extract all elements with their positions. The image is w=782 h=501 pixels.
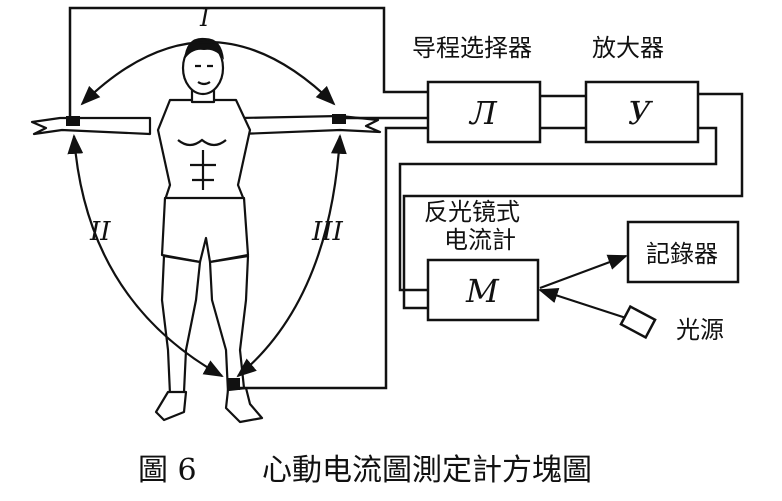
galvanometer-block: 反光镜式 电流計 M [424,198,540,322]
selector-block: 导程选择器 Л [412,34,542,144]
caption-figure-number: 圖 6 [138,453,197,488]
electrode-wires [68,6,428,390]
recorder-block: 記錄器 [626,220,740,284]
caption-text: 心動电流圖測定計方塊圖 [262,453,592,488]
lead-1-label: I [199,4,210,32]
recorder-title: 記錄器 [646,240,718,268]
light-beam-reflected [539,254,628,290]
electrode-left-arm [332,114,346,124]
electrode-left-leg [228,378,240,390]
galvanometer-symbol: M [465,272,500,310]
amplifier-block: 放大器 У [584,34,700,144]
figure-caption: 圖 6 心動电流圖測定計方塊圖 [138,453,592,488]
electrodes [66,114,346,390]
light-source: 光源 [619,304,724,344]
lead-2-label: II [89,217,111,247]
selector-symbol: Л [468,94,498,132]
lead-1-arrow [80,40,336,106]
light-beam-incident [538,287,627,320]
galvanometer-title-line1: 反光镜式 [424,198,520,226]
electrode-right-arm [66,116,80,126]
amplifier-symbol: У [628,94,654,132]
light-source-title: 光源 [676,316,724,344]
lead-2-arrow [67,134,224,377]
lead-3-arrow [236,134,347,378]
selector-title: 导程选择器 [412,34,532,62]
lead-arrows [67,40,347,378]
galvanometer-title-line2: 电流計 [444,226,516,254]
lead-3-label: III [311,217,344,247]
amplifier-output-wire-outer [402,92,744,310]
amplifier-output-wire-inner [398,126,718,292]
amplifier-title: 放大器 [592,34,664,62]
